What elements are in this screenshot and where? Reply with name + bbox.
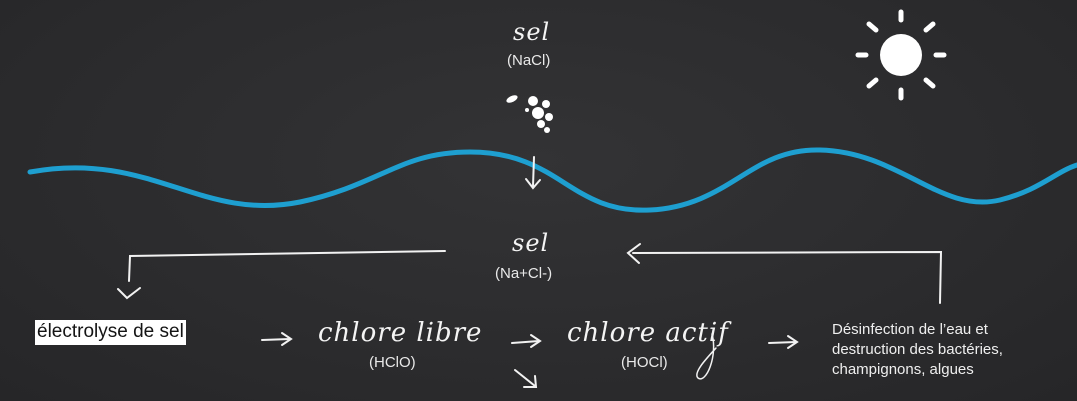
bracket-from-result: [626, 243, 943, 304]
arrow-free-chlorine-down: [514, 369, 538, 388]
salt-top-formula: (NaCl): [507, 52, 551, 69]
salt-down-arrow: [525, 156, 541, 190]
result-description: Désinfection de l’eau et destruction des…: [832, 320, 1003, 380]
arrow-free-to-active-chlorine: [511, 334, 542, 348]
electrolysis-label: électrolyse de sel: [35, 320, 186, 345]
result-line-1: Désinfection de l’eau et: [832, 321, 988, 338]
salt-top-name: sel: [513, 18, 551, 46]
active-chlorine-formula: (HOCl): [621, 354, 668, 371]
active-chlorine-name: chlore actif: [567, 318, 729, 348]
salt-grains-icon: [506, 95, 553, 133]
result-line-3: champignons, algues: [832, 361, 974, 378]
script-flourish: [696, 333, 717, 380]
sun-icon: [855, 9, 947, 101]
free-chlorine-name: chlore libre: [318, 318, 483, 348]
bracket-to-electrolysis: [117, 250, 446, 300]
arrow-active-chlorine-to-result: [768, 335, 799, 349]
water-surface-wave: [27, 147, 1077, 213]
free-chlorine-formula: (HClO): [369, 354, 416, 371]
arrow-electrolysis-to-free-chlorine: [261, 332, 293, 346]
salt-dissolved-formula: (Na+Cl-): [495, 265, 553, 282]
salt-dissolved-name: sel: [512, 229, 550, 257]
result-line-2: destruction des bactéries,: [832, 341, 1003, 358]
